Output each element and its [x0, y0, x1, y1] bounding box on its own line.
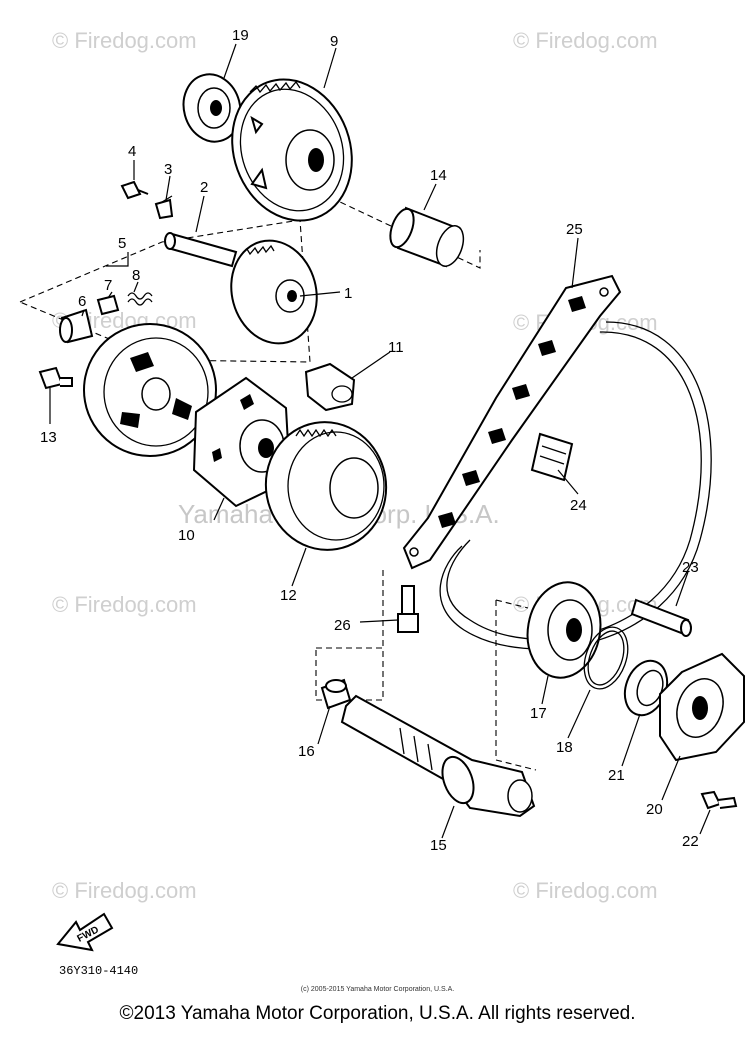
part-3-plate: [154, 198, 174, 220]
part-13-bolt: [38, 366, 73, 390]
label-15: 15: [430, 837, 447, 854]
label-24: 24: [570, 497, 587, 514]
label-1: 1: [344, 285, 352, 302]
watermark-top-left: © Firedog.com: [52, 28, 197, 53]
label-2: 2: [200, 179, 208, 196]
part-number-labels: 19 9 4 3 2 5 7 6 8 14 1 13 10 12 11 25 2…: [40, 27, 699, 854]
part-11-cam: [304, 362, 356, 412]
label-16: 16: [298, 743, 315, 760]
part-22-bolt: [700, 790, 738, 810]
label-4: 4: [128, 143, 136, 160]
part-15-shaft: [340, 694, 536, 818]
assembly-line-bearing-top: [495, 599, 529, 609]
part-starter-clutch-body: [83, 323, 217, 457]
part-17-bearing: [526, 581, 602, 679]
label-25: 25: [566, 221, 583, 238]
leader-lines: [49, 43, 711, 839]
part-8-spring: [127, 292, 153, 306]
watermark-bottom-right: © Firedog.com: [513, 878, 658, 903]
part-26-bolt: [397, 585, 419, 633]
label-26: 26: [334, 617, 351, 634]
part-12-clutch-drum: [264, 421, 388, 551]
assembly-line-bearing: [495, 600, 537, 771]
copyright-small: (c) 2005-2015 Yamaha Motor Corporation, …: [300, 986, 455, 993]
watermark-top-right: © Firedog.com: [513, 28, 658, 53]
label-22: 22: [682, 833, 699, 850]
label-5: 5: [118, 235, 126, 252]
part-6-roller: [59, 308, 94, 344]
part-18-o-ring: [583, 626, 629, 690]
part-25-chain-guide: [402, 274, 622, 570]
watermark-low-left: © Firedog.com: [52, 592, 197, 617]
fwd-arrow: FWD: [56, 912, 114, 952]
part-9-starter-gear: [231, 78, 353, 222]
part-16-bushing: [320, 678, 352, 710]
label-6: 6: [78, 293, 86, 310]
diagram-code: 36Y310-4140: [59, 964, 139, 978]
part-21-oil-seal: [623, 659, 669, 717]
assembly-line-gear: [267, 167, 481, 269]
part-20-housing: [659, 652, 745, 762]
label-10: 10: [178, 527, 195, 544]
label-20: 20: [646, 801, 663, 818]
part-4-bolt: [120, 180, 149, 200]
watermark-bottom-left: © Firedog.com: [52, 878, 197, 903]
part-23-pin: [630, 598, 692, 637]
label-7: 7: [104, 277, 112, 294]
label-17: 17: [530, 705, 547, 722]
label-3: 3: [164, 161, 172, 178]
part-24-chain-link: [530, 432, 574, 482]
label-12: 12: [280, 587, 297, 604]
label-13: 13: [40, 429, 57, 446]
part-2-shaft: [164, 232, 238, 268]
part-1-idle-gear: [230, 239, 318, 345]
label-23: 23: [682, 559, 699, 576]
label-8: 8: [132, 267, 140, 284]
label-14: 14: [430, 167, 447, 184]
label-9: 9: [330, 33, 338, 50]
part-7-spring-cap: [96, 294, 120, 316]
part-19-bearing: [182, 73, 242, 143]
label-21: 21: [608, 767, 625, 784]
label-11: 11: [388, 339, 404, 356]
label-18: 18: [556, 739, 573, 756]
label-19: 19: [232, 27, 249, 44]
copyright-footer: ©2013 Yamaha Motor Corporation, U.S.A. A…: [119, 1003, 636, 1024]
part-14-bushing: [389, 206, 465, 268]
assembly-box-shaft: [315, 647, 384, 701]
